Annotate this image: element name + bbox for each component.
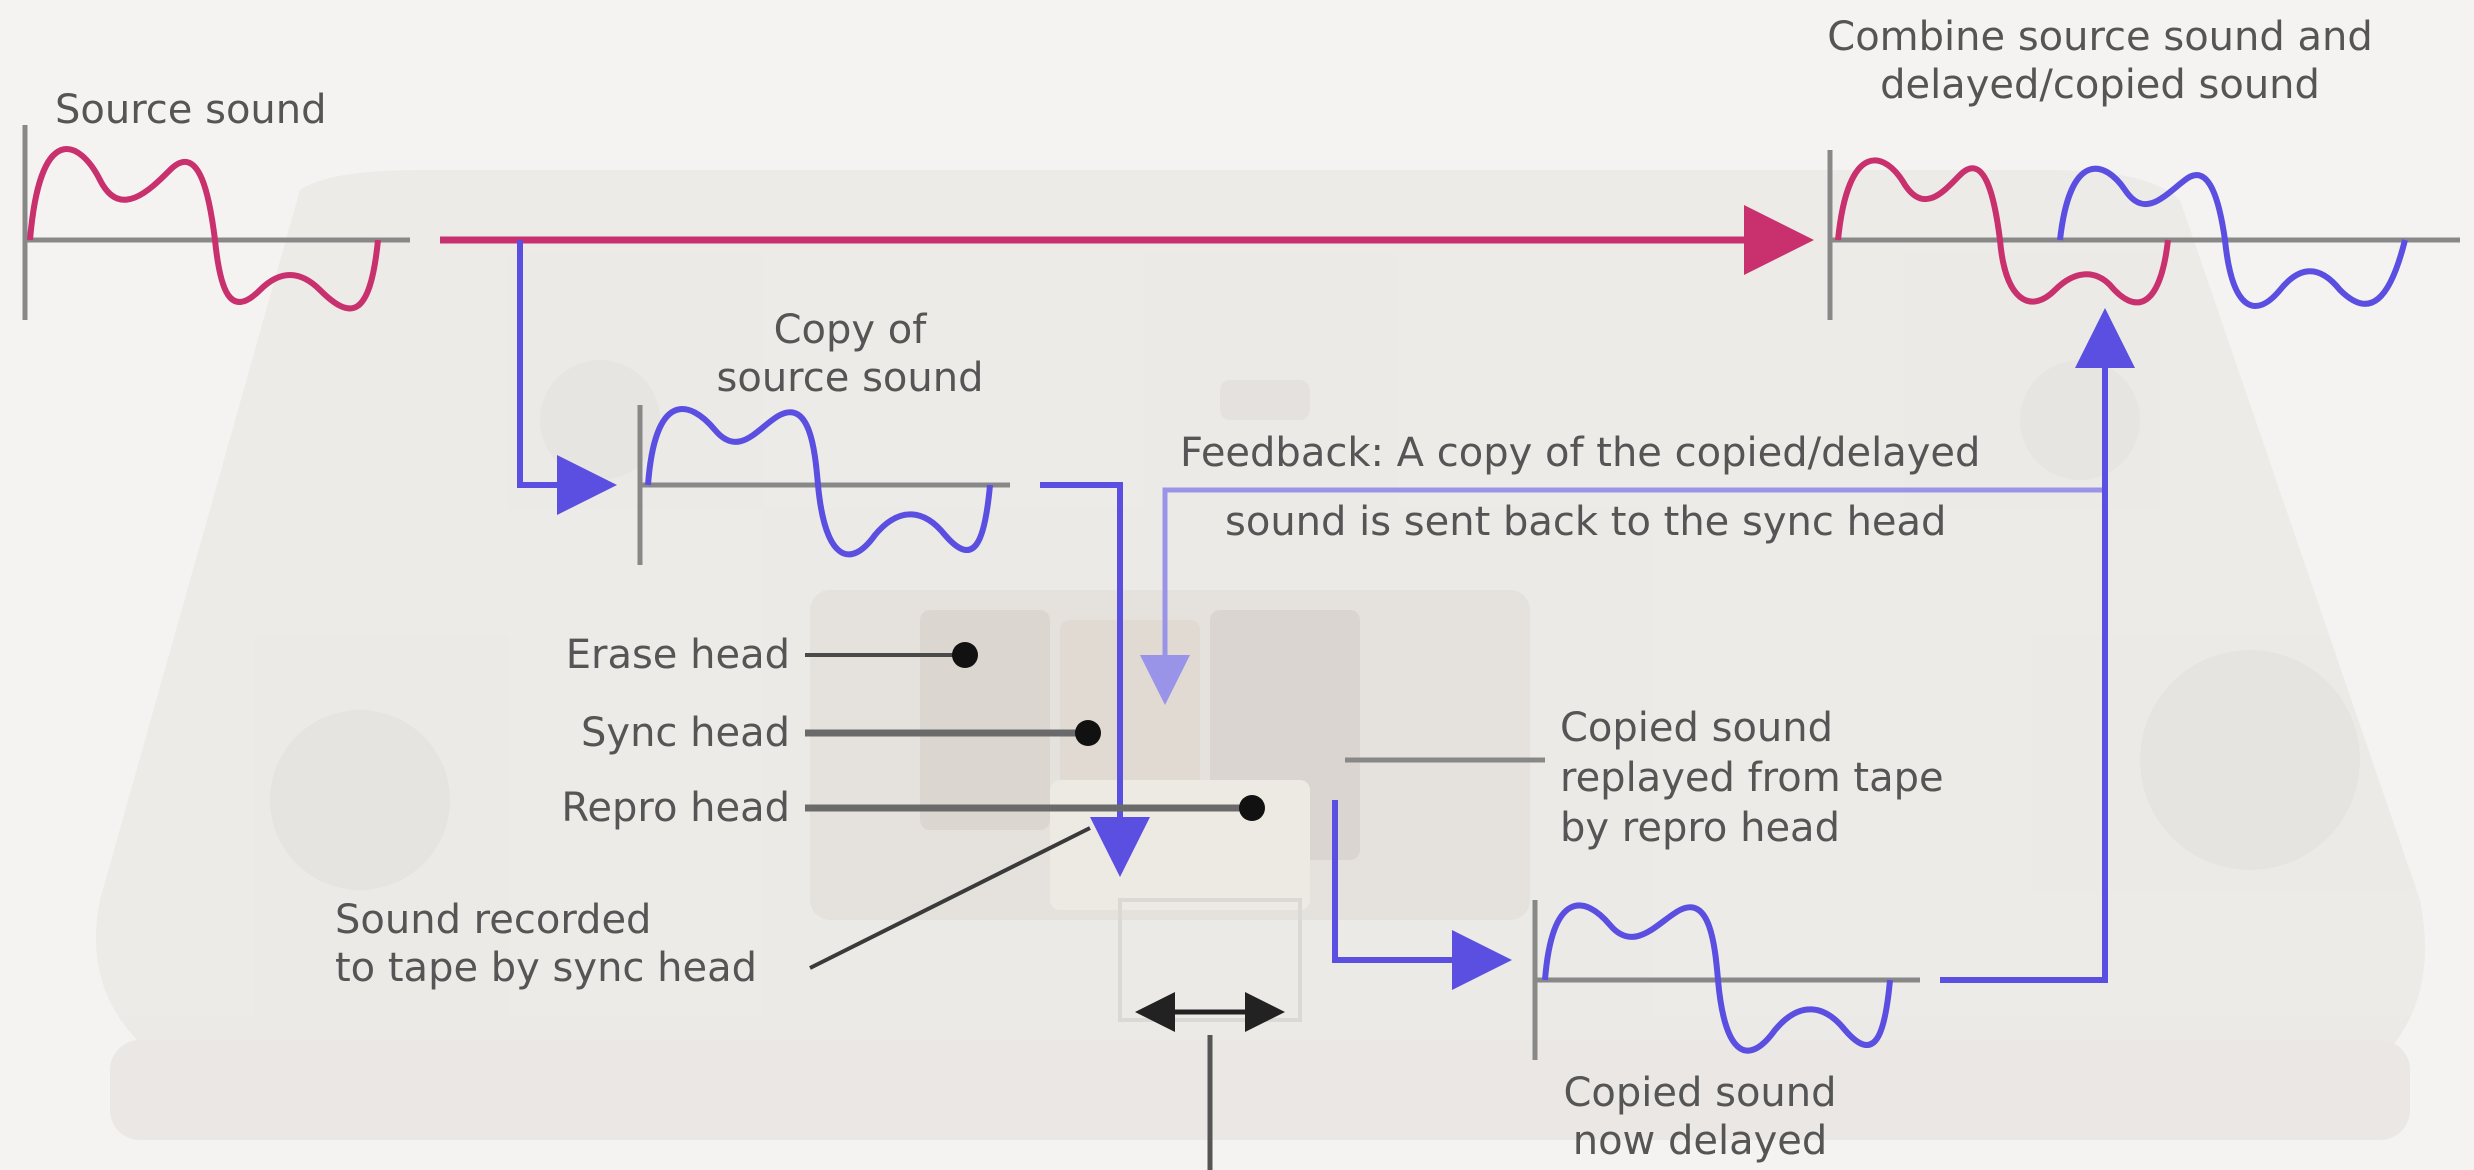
delayed-label-line2: now delayed: [1572, 1118, 1828, 1164]
copy-label-line1: Copy of: [773, 307, 927, 353]
combined-delayed-wave-line: [2057, 165, 2408, 309]
delayed-wave-line: [1542, 902, 1893, 1054]
combine-label-line2: delayed/copied sound: [1880, 62, 2320, 108]
combined-wave: [1827, 150, 2460, 320]
replayed-label-line1: Copied sound: [1560, 705, 1834, 751]
sync-head-label: Sync head: [581, 710, 790, 756]
combined-source-wave-line: [1835, 157, 2171, 306]
source-sound-label: Source sound: [55, 87, 327, 133]
source-wave: [22, 125, 410, 320]
recorded-label-line1: Sound recorded: [335, 897, 652, 943]
recorded-label-line2: to tape by sync head: [335, 945, 757, 991]
delayed-label-line1: Copied sound: [1563, 1070, 1837, 1116]
feedback-arrow: [1140, 487, 2105, 705]
erase-head-dot: [952, 642, 978, 668]
replayed-label-line2: replayed from tape: [1560, 755, 1944, 801]
copy-wave-line: [645, 406, 993, 558]
repro-head-label: Repro head: [561, 785, 790, 831]
source-wave-line: [27, 146, 381, 312]
copy-wave: [637, 405, 1010, 565]
combine-label-line1: Combine source sound and: [1827, 14, 2373, 60]
tape-machine-photo: [96, 170, 2425, 1140]
sync-head-dot: [1075, 720, 1101, 746]
repro-head-dot: [1239, 795, 1265, 821]
copy-to-sync-head-arrow: [1040, 482, 1150, 877]
delayed-wave: [1532, 900, 1920, 1060]
erase-head-label: Erase head: [565, 632, 790, 678]
feedback-label-line2: sound is sent back to the sync head: [1225, 499, 1947, 545]
replayed-label-line3: by repro head: [1560, 805, 1840, 851]
delayed-to-combine-arrow: [1940, 308, 2135, 983]
copy-label-line2: source sound: [716, 355, 984, 401]
recorded-leader: [809, 826, 1091, 970]
source-to-copy-arrow: [517, 240, 617, 515]
repro-to-delayed-arrow: [1332, 800, 1512, 990]
feedback-label-line1: Feedback: A copy of the copied/delayed: [1180, 430, 1981, 476]
